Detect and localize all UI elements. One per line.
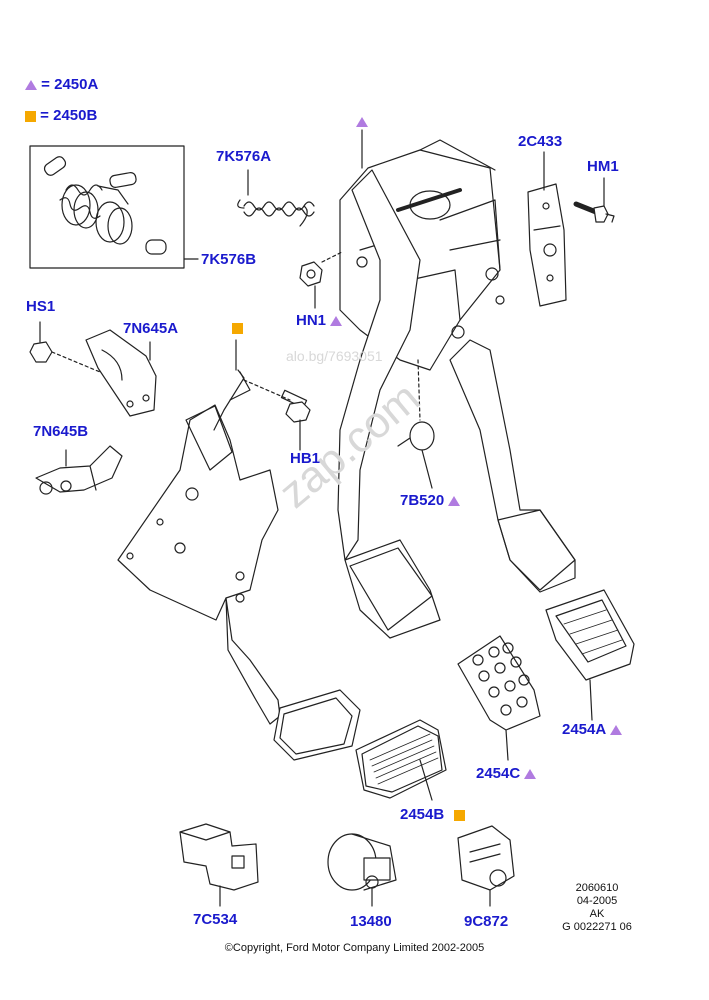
label-hn1: HN1: [296, 312, 343, 329]
info-line: AK: [589, 908, 605, 920]
triangle-marker-icon: [609, 725, 622, 736]
label-7n645b: 7N645B: [33, 423, 89, 440]
pedal-arm-left: [337, 169, 441, 639]
switch-13480: [327, 833, 397, 907]
spring-7k576a: [237, 169, 315, 227]
legend-2450a: = 2450A: [25, 76, 98, 93]
triangle-marker-icon: [25, 80, 37, 91]
pedal-arm-right: [449, 339, 576, 593]
info-line: 2060610: [575, 882, 619, 894]
label-7c534: 7C534: [193, 911, 238, 928]
label-hm1: HM1: [587, 158, 619, 175]
bump-stop-7b520: [397, 359, 435, 489]
label-text: 2454C: [476, 765, 521, 782]
triangle-marker-icon: [356, 117, 368, 127]
label-2454b: 2454B: [400, 806, 466, 823]
legend-2450b: = 2450B: [25, 107, 97, 124]
clip-7n645b: [35, 445, 123, 495]
copyright-text: ©Copyright, Ford Motor Company Limited 2…: [224, 942, 485, 954]
triangle-marker-icon: [448, 496, 461, 507]
stud-hm1: [573, 177, 615, 223]
label-text: HN1: [296, 312, 327, 329]
info-block: 2060610 04-2005 AK G 0022271 06: [552, 882, 642, 934]
triangle-marker-icon: [330, 316, 343, 327]
bolt-hs1: [29, 321, 101, 373]
square-marker-icon: [232, 323, 243, 334]
label-7b520: 7B520: [400, 492, 461, 509]
bolt-hb1: [243, 379, 311, 451]
label-9c872: 9C872: [464, 913, 509, 930]
bracket-7n645a: [85, 329, 157, 417]
label-13480: 13480: [350, 913, 392, 930]
label-7k576b: 7K576B: [201, 251, 257, 268]
nut-hn1: [299, 251, 343, 309]
label-2454c: 2454C: [476, 765, 537, 782]
pedal-pad-2454c: [457, 635, 541, 761]
info-line: 04-2005: [576, 895, 618, 907]
label-2454a: 2454A: [562, 721, 622, 738]
label-text: 2454B: [400, 806, 445, 823]
label-hb1: HB1: [290, 450, 321, 467]
label-text: 7B520: [400, 492, 445, 509]
legend-text: = 2450B: [40, 107, 98, 124]
leader-lines: [235, 129, 363, 371]
switch-9c872: [457, 825, 515, 907]
label-7n645a: 7N645A: [123, 320, 179, 337]
square-marker-icon: [454, 809, 466, 821]
pedal-pad-2454a: [545, 589, 635, 721]
spring-inset-box: [29, 145, 199, 269]
triangle-marker-icon: [524, 769, 537, 780]
switch-7c534: [179, 823, 259, 907]
info-line: G 0022271 06: [562, 921, 632, 933]
square-marker-icon: [25, 110, 36, 122]
label-2c433: 2C433: [518, 133, 563, 150]
pedal-pad-2454b: [355, 719, 447, 801]
legend-text: = 2450A: [41, 76, 99, 93]
spring-kit-7k576b: [43, 156, 167, 255]
label-7k576a: 7K576A: [216, 148, 272, 165]
accelerator-bracket: [117, 369, 361, 761]
watermark-top: alo.bg/7693051: [286, 348, 383, 364]
pedal-box-bracket: [339, 139, 505, 371]
label-hs1: HS1: [26, 298, 56, 315]
bracket-2c433: [527, 151, 567, 307]
label-text: 2454A: [562, 721, 606, 738]
